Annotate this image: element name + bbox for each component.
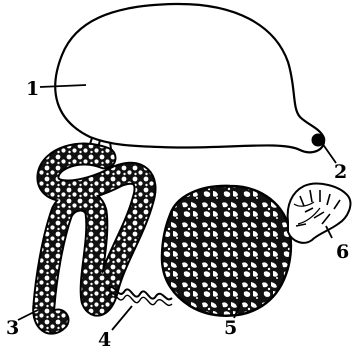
label-5: 5 <box>224 317 237 339</box>
label-1: 1 <box>26 78 39 100</box>
label-4: 4 <box>98 329 111 351</box>
label-6: 6 <box>336 241 349 263</box>
leader-4 <box>112 306 132 330</box>
label-3: 3 <box>6 317 19 339</box>
blotchy-mass <box>162 186 291 316</box>
leader-2 <box>322 143 336 163</box>
flap <box>288 184 351 243</box>
label-2: 2 <box>334 161 347 183</box>
sac <box>55 4 324 152</box>
